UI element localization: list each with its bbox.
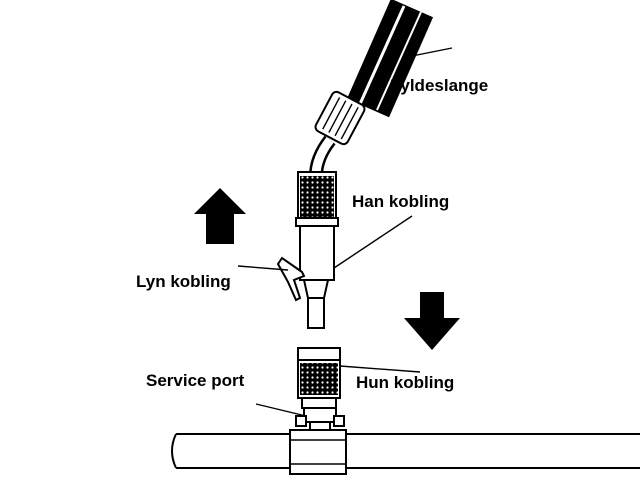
leader-service-port: [255, 403, 307, 417]
male-coupling: [295, 171, 339, 329]
label-female-coupling: Hun kobling: [356, 373, 454, 392]
arrow-down-icon: [404, 292, 460, 350]
label-male-coupling: Han kobling: [352, 192, 449, 211]
quick-coupling-lever: [276, 256, 306, 302]
label-quick-coupling: Lyn kobling: [136, 272, 231, 291]
arrow-up-icon: [194, 188, 246, 244]
pipe: [171, 429, 640, 475]
leader-fill-hose: [401, 47, 453, 59]
leader-quick-coupling: [237, 265, 289, 271]
leader-male-coupling: [333, 215, 413, 269]
leader-female-coupling: [339, 365, 421, 373]
label-service-port: Service port: [146, 371, 245, 390]
label-fill-hose: Fyldeslange: [390, 76, 488, 95]
female-coupling: [297, 347, 341, 409]
leader-lines: [237, 47, 453, 417]
fill-hose: [309, 0, 434, 177]
